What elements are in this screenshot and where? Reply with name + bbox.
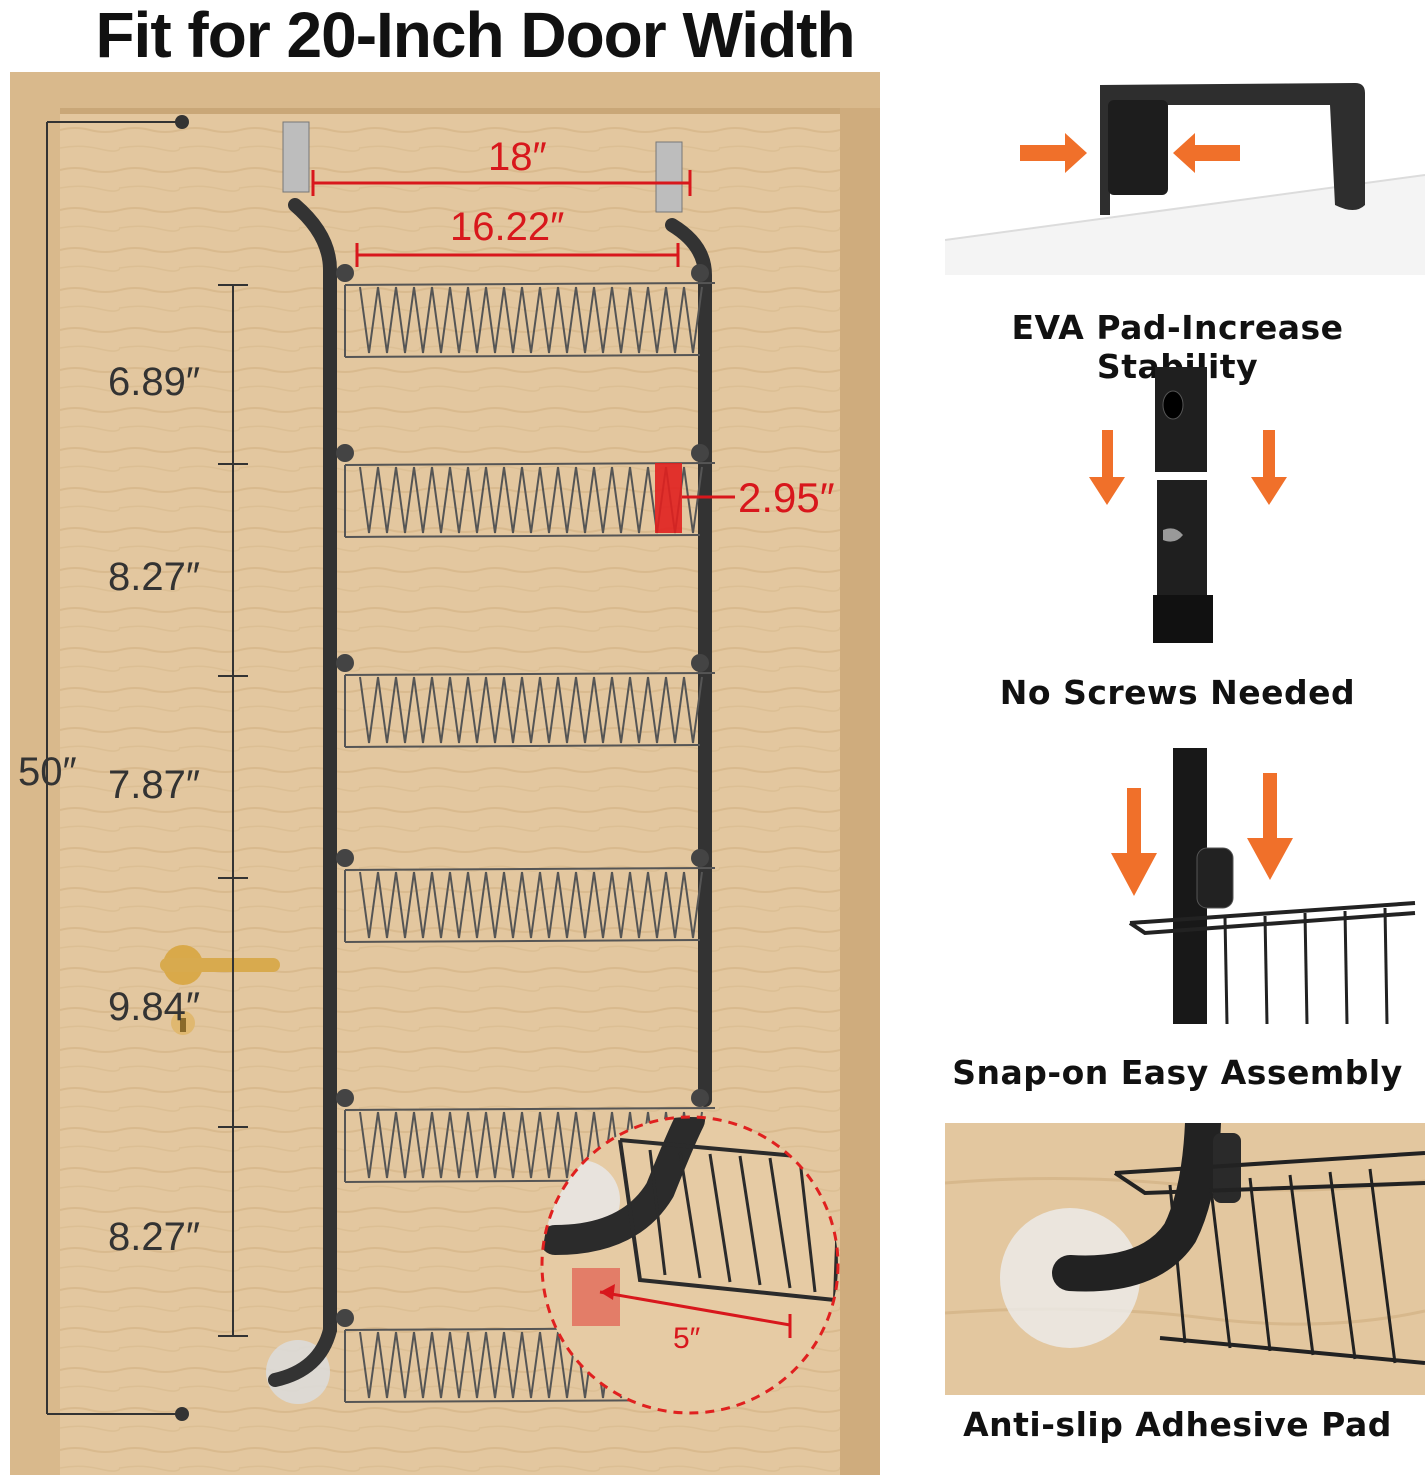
arrow-down-icon [1251,430,1287,505]
feature-caption-adhesive: Anti-slip Adhesive Pad [963,1405,1392,1444]
basket [336,849,716,943]
door-rack-illustration: 50″ 6.89″ 8.27″ 7.87″ 9.84″ 8.27″ 18″ 16.22″… [0,70,900,1475]
gap-label: 7.87″ [108,763,200,807]
arrow-right-icon [1020,133,1087,173]
pad-offset-label: 5″ [673,1322,701,1355]
adhesive-pad-image [945,1123,1425,1395]
arrow-down-icon [1089,430,1125,505]
basket-depth-label: 2.95″ [738,474,835,521]
feature-caption-eva: EVA Pad-Increase Stability [1011,308,1344,386]
gap-label: 8.27″ [108,555,200,599]
gap-label: 6.89″ [108,360,200,404]
door-handle [160,945,280,1035]
page-title: Fit for 20-Inch Door Width [95,0,855,71]
eva-pad-image [945,75,1425,275]
feature-caption-no-screws: No Screws Needed [999,673,1356,712]
arrow-down-icon [1111,788,1157,896]
gap-label: 9.84″ [108,985,200,1029]
total-height-label: 50″ [18,750,77,794]
basket [336,654,716,748]
rail-span-label: 16.22″ [450,205,564,249]
hook-span-label: 18″ [488,135,547,179]
rack-baskets [336,264,716,1403]
basket [336,264,716,358]
gap-label: 8.27″ [108,1215,200,1259]
feature-caption-snap-on: Snap-on Easy Assembly [952,1053,1403,1092]
no-screws-image [945,365,1425,645]
arrow-left-icon [1173,133,1240,173]
snap-on-image [945,748,1425,1024]
arrow-down-icon [1247,773,1293,880]
